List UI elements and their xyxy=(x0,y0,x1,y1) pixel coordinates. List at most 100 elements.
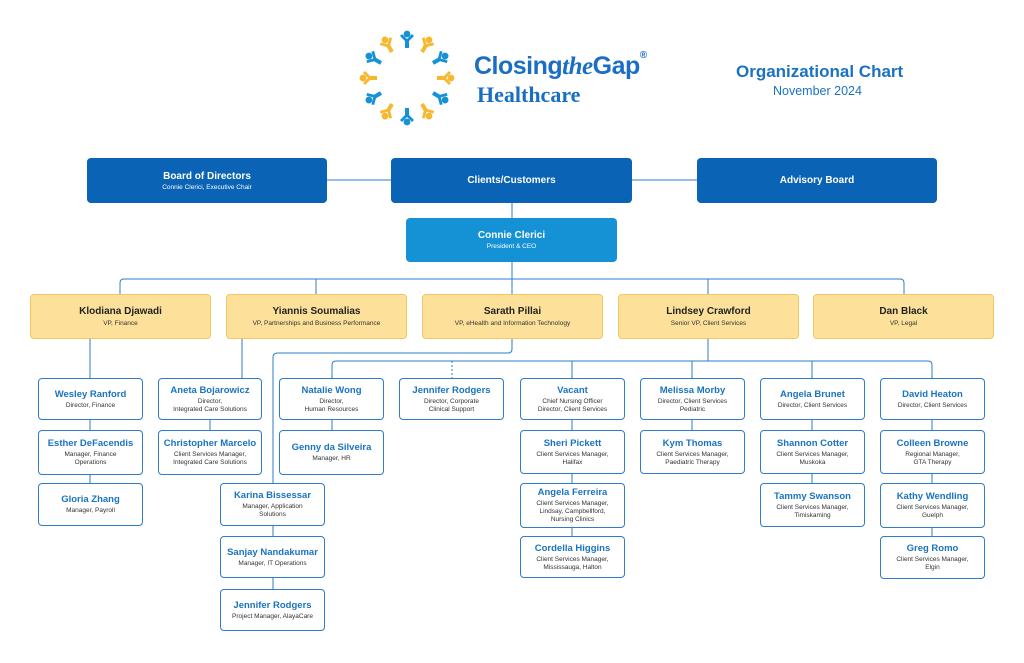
logo-person-icon xyxy=(379,36,394,54)
employee-name: Angela Brunet xyxy=(780,388,845,400)
vp-box: Yiannis Soumalias VP, Partnerships and B… xyxy=(226,294,407,339)
box-subtitle: VP, Legal xyxy=(889,320,918,327)
box-subtitle: Connie Clerici, Executive Chair xyxy=(162,183,252,191)
employee-box: Wesley Ranford Director, Finance xyxy=(38,378,143,420)
employee-name: Vacant xyxy=(557,384,588,396)
employee-name: Colleen Browne xyxy=(896,437,969,449)
advisory-board-box: Advisory Board xyxy=(697,158,937,203)
employee-name: Tammy Swanson xyxy=(774,490,851,502)
employee-title: Client Services Manager, Paediatric Ther… xyxy=(656,450,729,466)
employee-title: Client Services Manager, Lindsay, Campbe… xyxy=(536,500,609,523)
logo-person-icon xyxy=(400,108,414,126)
logo-person-icon xyxy=(420,102,435,120)
logo-person-icon xyxy=(365,91,383,106)
employee-box: Kathy Wendling Client Services Manager, … xyxy=(880,483,985,528)
logo-person-icon xyxy=(359,71,377,85)
vp-box: Lindsey Crawford Senior VP, Client Servi… xyxy=(618,294,799,339)
employee-title: Client Services Manager, Halifax xyxy=(536,450,609,466)
box-title: Klodiana Djawadi xyxy=(79,306,162,317)
employee-box: Angela Ferreira Client Services Manager,… xyxy=(520,483,625,528)
chart-title: Organizational Chart xyxy=(736,62,904,81)
box-title: Lindsey Crawford xyxy=(666,306,751,317)
box-title: Dan Black xyxy=(879,306,928,317)
employee-title: Director, Client Services xyxy=(897,401,968,409)
employee-box: Sanjay Nandakumar Manager, IT Operations xyxy=(220,536,325,578)
employee-name: Shannon Cotter xyxy=(776,437,849,449)
employee-box: Jennifer Rodgers Director, Corporate Cli… xyxy=(399,378,504,420)
box-subtitle: Senior VP, Client Services xyxy=(670,320,747,327)
employee-box: Colleen Browne Regional Manager, GTA The… xyxy=(880,430,985,474)
employee-title: Project Manager, AlayaCare xyxy=(232,612,313,620)
employee-name: Gloria Zhang xyxy=(61,494,120,505)
employee-title: Client Services Manager, Timiskaming xyxy=(776,503,849,519)
employee-title: Manager, Application Solutions xyxy=(242,503,303,518)
box-subtitle: President & CEO xyxy=(486,243,537,250)
brand-name: ClosingtheGap® xyxy=(474,50,647,80)
employee-box: Gloria Zhang Manager, Payroll xyxy=(38,483,143,526)
employee-title: Director, Finance xyxy=(65,401,116,409)
employee-box: Kym Thomas Client Services Manager, Paed… xyxy=(640,430,745,474)
brand-healthcare: Healthcare xyxy=(477,82,581,107)
employee-box: Karina Bissessar Manager, Application So… xyxy=(220,483,325,526)
logo-person-icon xyxy=(400,30,414,48)
employee-box: Aneta Bojarowicz Director, Integrated Ca… xyxy=(158,378,262,420)
employee-name: Sheri Pickett xyxy=(543,437,602,449)
employee-title: Manager, Finance Operations xyxy=(64,451,117,466)
employee-title: Client Services Manager, Guelph xyxy=(896,504,969,519)
logo-person-icon xyxy=(431,91,449,106)
box-title: Connie Clerici xyxy=(477,230,546,241)
employee-title: Director, Client Services Pediatric xyxy=(657,397,728,413)
employee-title: Manager, IT Operations xyxy=(238,559,307,567)
box-subtitle: VP, eHealth and Information Technology xyxy=(454,320,571,327)
employee-box: Melissa Morby Director, Client Services … xyxy=(640,378,745,420)
box-subtitle: VP, Finance xyxy=(103,320,138,327)
employee-title: Director, Corporate Clinical Support xyxy=(424,397,479,413)
employee-name: Wesley Ranford xyxy=(54,388,127,400)
employee-name: Sanjay Nandakumar xyxy=(227,546,318,558)
logo-person-icon xyxy=(437,71,455,85)
employee-name: Cordella Higgins xyxy=(534,542,611,554)
employee-title: Client Services Manager, Muskoka xyxy=(776,450,849,466)
employee-name: Jennifer Rodgers xyxy=(412,384,491,396)
employee-box: Tammy Swanson Client Services Manager, T… xyxy=(760,483,865,527)
logo-person-icon xyxy=(431,50,449,65)
employee-name: David Heaton xyxy=(902,388,963,400)
employee-name: Esther DeFacendis xyxy=(47,438,134,449)
vp-box: Klodiana Djawadi VP, Finance xyxy=(30,294,211,339)
employee-box: Cordella Higgins Client Services Manager… xyxy=(520,536,625,578)
employee-box: Esther DeFacendis Manager, Finance Opera… xyxy=(38,430,143,475)
employee-title: Director, Integrated Care Solutions xyxy=(173,397,247,413)
box-title: Board of Directors xyxy=(163,170,251,182)
employee-box: Sheri Pickett Client Services Manager, H… xyxy=(520,430,625,474)
box-title: Advisory Board xyxy=(779,175,855,186)
employee-name: Kym Thomas xyxy=(662,437,723,449)
people-circle-logo-icon xyxy=(359,30,455,126)
employee-title: Client Services Manager, Elgin xyxy=(896,556,969,571)
employee-box: Greg Romo Client Services Manager, Elgin xyxy=(880,536,985,579)
vp-box: Dan Black VP, Legal xyxy=(813,294,994,339)
box-subtitle: VP, Partnerships and Business Performanc… xyxy=(252,320,381,327)
employee-name: Jennifer Rodgers xyxy=(233,599,312,611)
employee-title: Client Services Manager, Mississauga, Ha… xyxy=(536,555,609,571)
employee-box: Jennifer Rodgers Project Manager, AlayaC… xyxy=(220,589,325,631)
employee-title: Manager, HR xyxy=(312,455,351,462)
employee-name: Karina Bissessar xyxy=(233,490,312,501)
board-of-directors-box: Board of Directors Connie Clerici, Execu… xyxy=(87,158,327,203)
employee-name: Genny da Silveira xyxy=(291,442,372,453)
box-title: Sarath Pillai xyxy=(483,306,542,317)
employee-box: Angela Brunet Director, Client Services xyxy=(760,378,865,420)
employee-name: Christopher Marcelo xyxy=(163,438,257,449)
box-title: Yiannis Soumalias xyxy=(272,306,361,317)
chart-date: November 2024 xyxy=(773,84,862,98)
employee-name: Aneta Bojarowicz xyxy=(170,384,250,396)
employee-box: Natalie Wong Director, Human Resources xyxy=(279,378,384,420)
logo-person-icon xyxy=(365,50,383,65)
employee-name: Natalie Wong xyxy=(301,384,362,396)
logo-person-icon xyxy=(420,36,435,54)
employee-title: Chief Nursing Officer Director, Client S… xyxy=(537,397,608,413)
employee-title: Director, Client Services xyxy=(777,401,848,409)
employee-box: David Heaton Director, Client Services xyxy=(880,378,985,420)
employee-name: Melissa Morby xyxy=(659,384,726,396)
